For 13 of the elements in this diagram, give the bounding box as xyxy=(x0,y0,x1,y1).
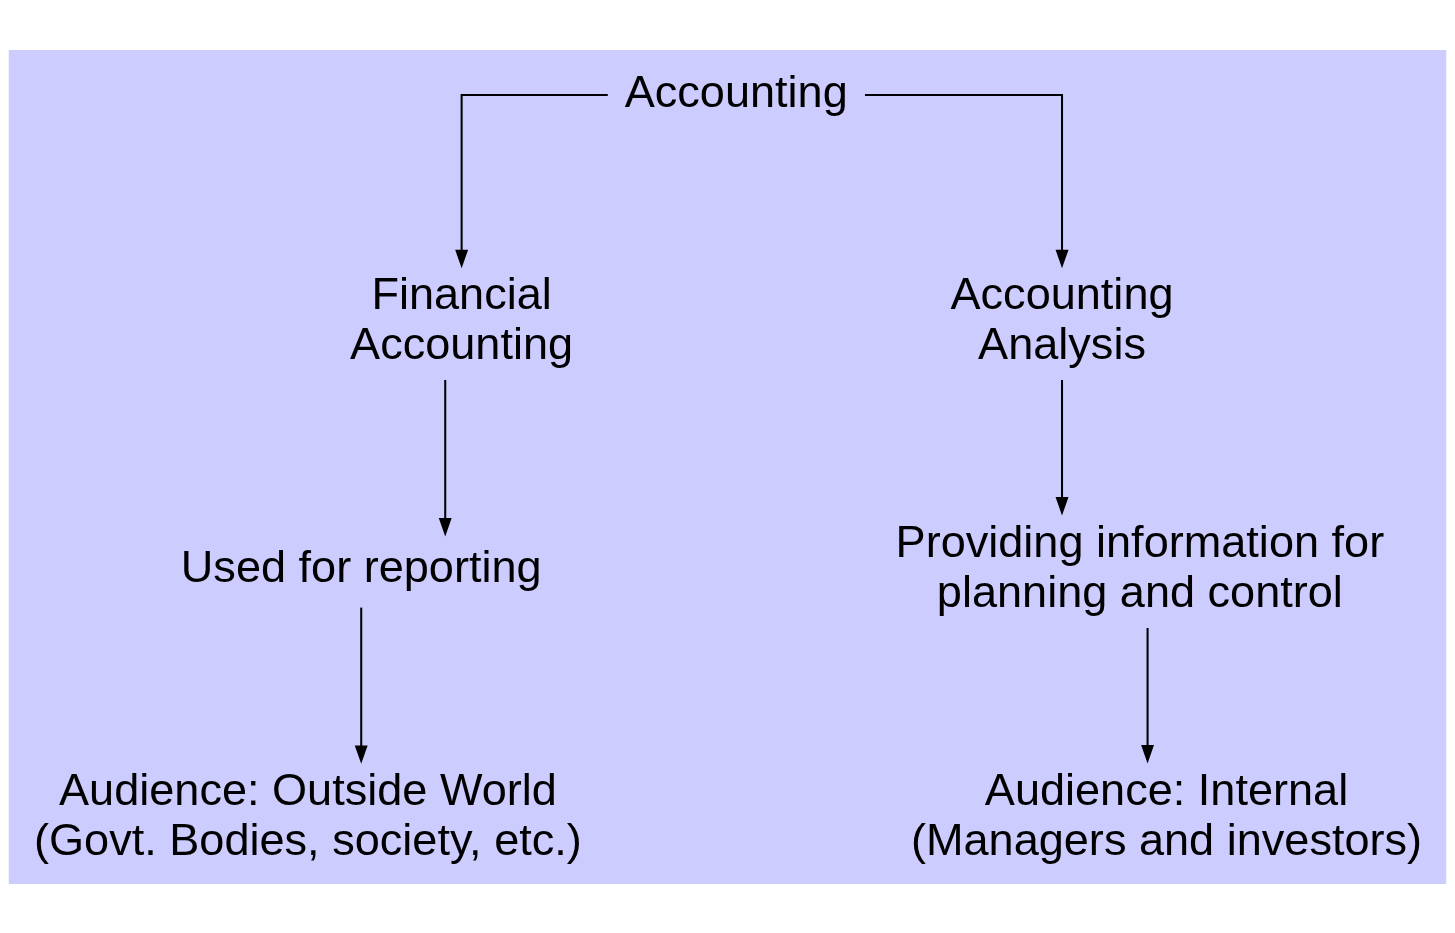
node-text: Financial Accounting xyxy=(350,267,574,369)
node-text: Providing information for planning and control xyxy=(895,515,1385,617)
arrow xyxy=(354,607,368,764)
arrow xyxy=(438,379,452,536)
arrow xyxy=(1055,379,1069,516)
node-text: Audience: Outside World (Govt. Bodies, society, etc.) xyxy=(34,763,582,864)
node-text: Audience: Internal (Managers and investors) xyxy=(910,763,1423,864)
arrow xyxy=(1141,627,1155,763)
node-text: Used for reporting xyxy=(180,540,542,592)
node-text: Accounting Analysis xyxy=(950,267,1174,369)
arrow xyxy=(865,93,1069,268)
arrow xyxy=(455,93,608,268)
node-text: Accounting xyxy=(624,65,848,117)
